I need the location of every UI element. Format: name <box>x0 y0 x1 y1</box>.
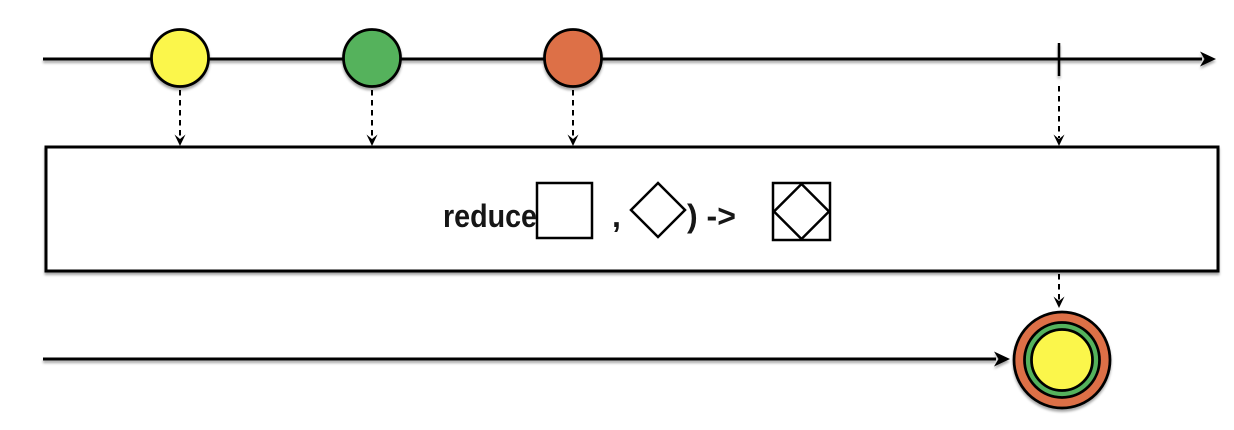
output-marble-inner <box>1030 328 1094 392</box>
output-timeline-arrowhead-icon <box>994 351 1010 367</box>
input-marble-3 <box>543 28 603 88</box>
projection-arrowhead-2-icon <box>366 134 378 146</box>
projection-arrows <box>174 86 1065 308</box>
input-marble-1 <box>150 28 210 88</box>
operator: reduce , ) -> <box>44 145 1220 273</box>
result-arrow-label: ) -> <box>687 198 736 234</box>
input-timeline-arrowhead-icon <box>1200 51 1216 67</box>
input-stream <box>43 28 1216 88</box>
separator-comma: , <box>612 198 621 234</box>
projection-arrowhead-complete-icon <box>1053 134 1065 146</box>
projection-arrowhead-1-icon <box>174 134 186 146</box>
input-marble-2 <box>342 28 402 88</box>
result-arrowhead-icon <box>1053 296 1065 308</box>
output-stream <box>43 310 1112 410</box>
projection-arrowhead-3-icon <box>567 134 579 146</box>
operator-label: reduce <box>443 198 537 234</box>
result-diamond-icon <box>772 182 831 241</box>
item-diamond-icon <box>629 181 687 239</box>
accumulator-square-icon <box>535 181 594 240</box>
